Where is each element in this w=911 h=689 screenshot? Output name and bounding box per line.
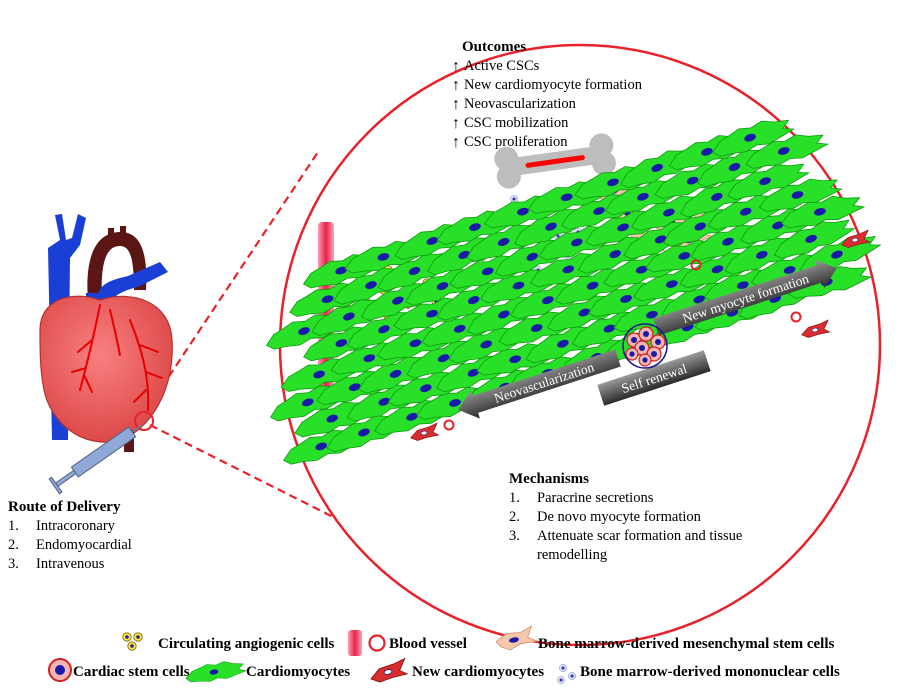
- legend-blood-vessel-label: Blood vessel: [389, 636, 467, 652]
- legend-vessel-circle-icon: [368, 634, 386, 652]
- route-item-number: 1.: [8, 518, 19, 534]
- mechanisms-item-label: De novo myocyte formation: [537, 509, 701, 525]
- route-item-label: Endomyocardial: [36, 537, 132, 553]
- legend: Circulating angiogenic cells Blood vesse…: [48, 625, 840, 686]
- route-item: 2. Endomyocardial: [8, 536, 132, 555]
- mechanisms-item-label: Paracrine secretions: [537, 490, 654, 506]
- up-arrow-icon: ↑: [452, 96, 460, 113]
- legend-cardiomyocyte-icon: [183, 657, 248, 686]
- legend-mononuclear-icon: [556, 663, 577, 685]
- mechanisms-block: Mechanisms 1. Paracrine secretions 2. De no…: [509, 470, 749, 565]
- up-arrow-icon: ↑: [452, 58, 460, 75]
- cardiac-stem-cell-cluster: [622, 323, 668, 369]
- blood-vessel-cross-section: [690, 259, 702, 271]
- mechanisms-item-label: Attenuate scar formation and tissue remo…: [537, 528, 743, 563]
- outcome-item: ↑CSC mobilization: [452, 114, 642, 133]
- outcome-item: ↑Active CSCs: [452, 57, 642, 76]
- legend-cardiac-stem-icon: [48, 658, 72, 682]
- route-list: 1. Intracoronary 2. Endomyocardial 3. Intrave…: [8, 517, 132, 574]
- legend-cardiac-stem-label: Cardiac stem cells: [73, 664, 190, 680]
- mechanisms-item-number: 3.: [509, 528, 520, 544]
- route-item-label: Intracoronary: [36, 518, 115, 534]
- up-arrow-icon: ↑: [452, 134, 460, 151]
- legend-circulating-icon: [122, 632, 143, 651]
- legend-blood-vessel-icon: [348, 630, 362, 656]
- legend-mononuclear-label: Bone marrow-derived mononuclear cells: [580, 664, 840, 680]
- outcome-item: ↑New cardiomyocyte formation: [452, 76, 642, 95]
- route-item: 3. Intravenous: [8, 555, 132, 574]
- mechanisms-item: 2. De novo myocyte formation: [509, 508, 749, 527]
- outcome-item-label: CSC mobilization: [464, 115, 569, 131]
- syringe-illustration: [48, 424, 143, 495]
- route-of-delivery-block: Route of Delivery 1. Intracoronary 2. Endom…: [8, 498, 132, 574]
- heart-body: [39, 295, 173, 443]
- mechanisms-item-number: 1.: [509, 490, 520, 506]
- route-item-number: 2.: [8, 537, 19, 553]
- outcome-item-label: New cardiomyocyte formation: [464, 77, 642, 93]
- route-item-number: 3.: [8, 556, 19, 572]
- legend-new-cardiomyocytes-label: New cardiomyocytes: [412, 664, 544, 680]
- route-item-label: Intravenous: [36, 556, 105, 572]
- mechanisms-item-number: 2.: [509, 509, 520, 525]
- route-title: Route of Delivery: [8, 499, 121, 515]
- outcome-item: ↑CSC proliferation: [452, 133, 642, 152]
- outcome-item-label: CSC proliferation: [464, 134, 568, 150]
- outcomes-list: ↑Active CSCs↑New cardiomyocyte formation…: [452, 57, 642, 152]
- outcome-item-label: Active CSCs: [464, 58, 540, 74]
- legend-new-cardiomyocyte-icon: [367, 658, 410, 685]
- mechanisms-title: Mechanisms: [509, 471, 589, 487]
- outcome-item: ↑Neovascularization: [452, 95, 642, 114]
- outcome-item-label: Neovascularization: [464, 96, 576, 112]
- mechanisms-item: 1. Paracrine secretions: [509, 489, 749, 508]
- heart-illustration: [39, 214, 173, 452]
- blood-vessel-cross-section: [790, 311, 802, 323]
- blood-vessel-cross-section: [443, 419, 455, 431]
- legend-circulating-label: Circulating angiogenic cells: [158, 636, 335, 652]
- up-arrow-icon: ↑: [452, 115, 460, 132]
- up-arrow-icon: ↑: [452, 77, 460, 94]
- route-item: 1. Intracoronary: [8, 517, 132, 536]
- mechanisms-item: 3. Attenuate scar formation and tissue re…: [509, 527, 749, 565]
- legend-msc-label: Bone marrow-derived mesenchymal stem cel…: [538, 636, 834, 652]
- bone-illustration: [494, 133, 616, 189]
- outcomes-block: Outcomes ↑Active CSCs↑New cardiomyocyte …: [452, 38, 642, 152]
- legend-cardiomyocytes-label: Cardiomyocytes: [246, 664, 350, 680]
- outcomes-title: Outcomes: [462, 39, 527, 55]
- mechanisms-list: 1. Paracrine secretions 2. De novo myocyte …: [509, 489, 749, 565]
